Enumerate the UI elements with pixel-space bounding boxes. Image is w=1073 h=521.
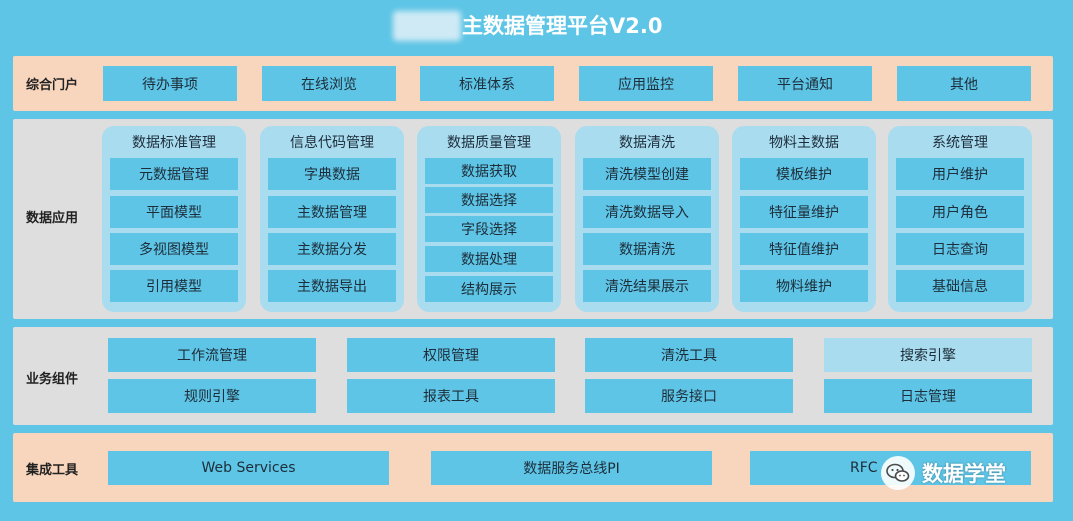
module-item[interactable]: 数据处理 bbox=[425, 246, 553, 272]
component-rule-engine[interactable]: 规则引擎 bbox=[108, 379, 316, 413]
module-item[interactable]: 主数据管理 bbox=[268, 196, 396, 228]
component-permission[interactable]: 权限管理 bbox=[347, 338, 555, 372]
module-item[interactable]: 模板维护 bbox=[740, 158, 868, 190]
module-item[interactable]: 数据获取 bbox=[425, 158, 553, 184]
watermark-text: 数据学堂 bbox=[922, 462, 1006, 486]
module-data-cleansing: 数据清洗 清洗模型创建 清洗数据导入 数据清洗 清洗结果展示 bbox=[575, 126, 719, 312]
portal-item-todo[interactable]: 待办事项 bbox=[103, 66, 237, 101]
module-data-quality: 数据质量管理 数据获取 数据选择 字段选择 数据处理 结构展示 bbox=[417, 126, 561, 312]
module-title: 信息代码管理 bbox=[290, 135, 374, 151]
module-item[interactable]: 主数据导出 bbox=[268, 270, 396, 302]
integration-web-services[interactable]: Web Services bbox=[108, 451, 389, 485]
module-title: 数据标准管理 bbox=[132, 135, 216, 151]
component-workflow[interactable]: 工作流管理 bbox=[108, 338, 316, 372]
module-item[interactable]: 主数据分发 bbox=[268, 233, 396, 265]
module-title: 系统管理 bbox=[932, 135, 988, 151]
module-item[interactable]: 平面模型 bbox=[110, 196, 238, 228]
apps-label: 数据应用 bbox=[26, 211, 79, 226]
title-redacted-block bbox=[393, 11, 461, 41]
component-report-tool[interactable]: 报表工具 bbox=[347, 379, 555, 413]
module-title: 数据清洗 bbox=[619, 135, 675, 151]
module-item[interactable]: 引用模型 bbox=[110, 270, 238, 302]
module-item[interactable]: 字段选择 bbox=[425, 216, 553, 242]
portal-item-monitor[interactable]: 应用监控 bbox=[579, 66, 713, 101]
module-item[interactable]: 特征量维护 bbox=[740, 196, 868, 228]
module-item[interactable]: 清洗结果展示 bbox=[583, 270, 711, 302]
module-item[interactable]: 物料维护 bbox=[740, 270, 868, 302]
page-title: 主数据管理平台V2.0 bbox=[462, 14, 663, 38]
watermark: 数据学堂 bbox=[880, 452, 1006, 494]
module-item[interactable]: 日志查询 bbox=[896, 233, 1024, 265]
integration-label: 集成工具 bbox=[26, 463, 79, 478]
component-log-management[interactable]: 日志管理 bbox=[824, 379, 1032, 413]
module-title: 物料主数据 bbox=[769, 135, 839, 151]
module-title: 数据质量管理 bbox=[447, 135, 531, 151]
portal-item-standards[interactable]: 标准体系 bbox=[420, 66, 554, 101]
module-item[interactable]: 用户维护 bbox=[896, 158, 1024, 190]
integration-service-bus[interactable]: 数据服务总线PI bbox=[431, 451, 712, 485]
module-item[interactable]: 结构展示 bbox=[425, 276, 553, 302]
wechat-icon bbox=[881, 456, 915, 490]
module-item[interactable]: 清洗模型创建 bbox=[583, 158, 711, 190]
components-label: 业务组件 bbox=[26, 372, 79, 387]
module-code-management: 信息代码管理 字典数据 主数据管理 主数据分发 主数据导出 bbox=[260, 126, 404, 312]
module-item[interactable]: 基础信息 bbox=[896, 270, 1024, 302]
module-item[interactable]: 元数据管理 bbox=[110, 158, 238, 190]
module-item[interactable]: 多视图模型 bbox=[110, 233, 238, 265]
module-system-management: 系统管理 用户维护 用户角色 日志查询 基础信息 bbox=[888, 126, 1032, 312]
module-item[interactable]: 数据选择 bbox=[425, 187, 553, 213]
component-search-engine[interactable]: 搜索引擎 bbox=[824, 338, 1032, 372]
portal-label: 综合门户 bbox=[26, 78, 79, 93]
module-item[interactable]: 数据清洗 bbox=[583, 233, 711, 265]
module-item[interactable]: 用户角色 bbox=[896, 196, 1024, 228]
module-material-master: 物料主数据 模板维护 特征量维护 特征值维护 物料维护 bbox=[732, 126, 876, 312]
portal-item-browse[interactable]: 在线浏览 bbox=[262, 66, 396, 101]
component-service-interface[interactable]: 服务接口 bbox=[585, 379, 793, 413]
module-item[interactable]: 字典数据 bbox=[268, 158, 396, 190]
portal-item-notice[interactable]: 平台通知 bbox=[738, 66, 872, 101]
module-data-standard: 数据标准管理 元数据管理 平面模型 多视图模型 引用模型 bbox=[102, 126, 246, 312]
component-cleansing-tool[interactable]: 清洗工具 bbox=[585, 338, 793, 372]
module-item[interactable]: 清洗数据导入 bbox=[583, 196, 711, 228]
module-item[interactable]: 特征值维护 bbox=[740, 233, 868, 265]
portal-item-other[interactable]: 其他 bbox=[897, 66, 1031, 101]
